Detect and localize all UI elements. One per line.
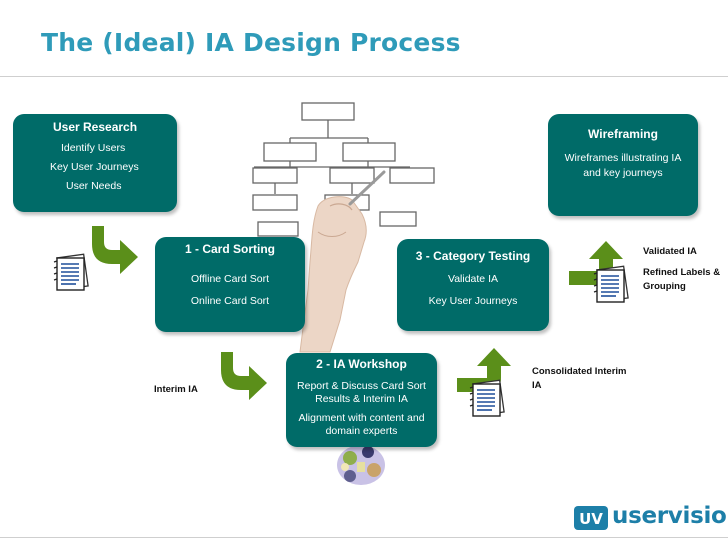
box-line: Wireframes illustrating IA [564, 152, 682, 164]
box-line: Key User Journeys [50, 161, 139, 173]
box-wireframing: Wireframing Wireframes illustrating IA a… [548, 114, 698, 216]
label-refined-line-1: Refined Labels & [643, 267, 721, 278]
uservision-logo-icon: UV [574, 506, 608, 530]
label-consolidated-line-1: Consolidated Interim [532, 366, 627, 377]
box-line: Validate IA [447, 273, 498, 285]
org-chart-node [252, 194, 298, 211]
label-consolidated-line-2: IA [532, 380, 542, 391]
box-heading: 2 - IA Workshop [316, 357, 407, 371]
label-interim-ia: Interim IA [154, 384, 198, 395]
box-line: User Needs [66, 180, 122, 192]
box-user-research: User Research Identify Users Key User Jo… [13, 114, 177, 212]
box-line: Online Card Sort [190, 295, 270, 307]
org-chart-node [342, 142, 396, 162]
box-card-sorting: 1 - Card Sorting Offline Card Sort Onlin… [155, 237, 305, 332]
box-line: Key User Journeys [428, 295, 518, 307]
org-chart-node [257, 221, 299, 237]
logo-mark: UV [579, 510, 603, 528]
page-title: The (Ideal) IA Design Process [41, 28, 461, 57]
box-heading: 1 - Card Sorting [184, 242, 275, 256]
box-ia-workshop: 2 - IA Workshop Report & Discuss Card So… [286, 353, 437, 447]
box-line: Alignment with content and [298, 412, 425, 424]
box-line: Report & Discuss Card Sort [297, 380, 426, 392]
box-line: Offline Card Sort [190, 273, 269, 285]
hand-image [299, 170, 386, 353]
box-category-testing: 3 - Category Testing Validate IA Key Use… [397, 239, 549, 331]
logo-text: uservision [612, 503, 728, 529]
label-validated-ia: Validated IA [643, 246, 697, 257]
box-heading: Wireframing [588, 127, 658, 141]
box-line: domain experts [325, 425, 398, 437]
org-chart-node [379, 211, 417, 227]
box-line: Identify Users [61, 142, 126, 154]
box-line: Results & Interim IA [315, 393, 408, 405]
box-heading: User Research [53, 120, 138, 134]
box-line: and key journeys [583, 167, 663, 179]
org-chart-node [389, 167, 435, 184]
box-heading: 3 - Category Testing [415, 249, 531, 263]
footer-divider [0, 537, 728, 538]
label-refined-line-2: Grouping [643, 281, 686, 292]
title-divider [0, 76, 728, 77]
